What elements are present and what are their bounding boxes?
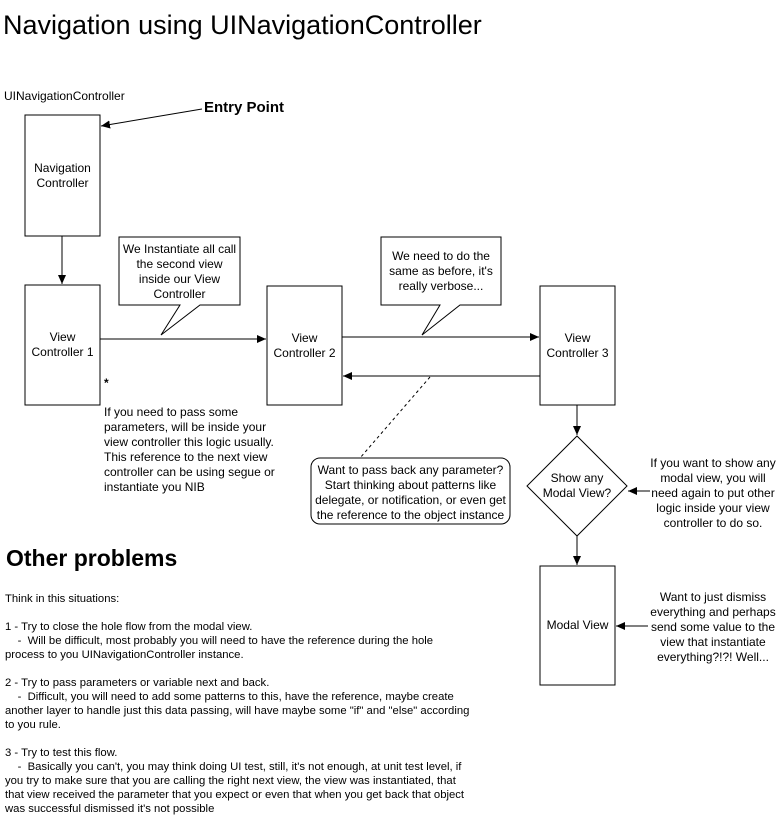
view-controller-1-box	[24, 284, 101, 406]
modal-view-box	[539, 565, 616, 686]
view-controller-2-label: View Controller 2	[273, 330, 336, 360]
view-controller-1-label: View Controller 1	[31, 330, 94, 359]
problem-line: - Will be difficult, most probably you w…	[5, 635, 437, 661]
asterisk-marker: *	[104, 376, 109, 390]
container-label: UINavigationController	[4, 89, 125, 103]
page-title: Navigation using UINavigationController	[3, 10, 482, 40]
vc1-note: If you need to pass some parameters, wil…	[104, 405, 275, 494]
problem-line	[5, 662, 475, 676]
view-controller-3-box	[539, 285, 616, 406]
callout-pass-back-text: Want to pass back any parameter? Start t…	[315, 463, 506, 522]
problem-line: 2 - Try to pass parameters or variable n…	[5, 677, 270, 689]
problem-line	[5, 732, 475, 746]
callout-instantiate-text: We Instantiate all call the second view …	[122, 242, 237, 301]
other-problems-heading: Other problems	[6, 545, 178, 571]
other-problems-body: Think in this situations: 1 - Try to clo…	[5, 592, 475, 816]
dismiss-note: Want to just dismiss everything and perh…	[650, 590, 776, 664]
problem-line: Think in this situations:	[5, 593, 120, 605]
callout-pass-back-shape	[310, 457, 511, 525]
callout-verbose-shape	[380, 236, 502, 336]
entry-point-arrow	[100, 108, 203, 129]
problem-line: 3 - Try to test this flow.	[5, 747, 118, 759]
entry-point-label: Entry Point	[204, 99, 285, 116]
navigation-controller-label: Navigation Controller	[34, 160, 91, 190]
problem-line	[5, 606, 475, 620]
problem-line: - Difficult, you will need to add some p…	[5, 691, 473, 731]
pass-back-dashed-link	[359, 376, 431, 459]
navigation-controller-box	[24, 114, 101, 237]
decision-label: Show any Modal View?	[542, 471, 612, 500]
view-controller-2-box	[266, 285, 343, 406]
modal-note: If you want to show any modal view, you …	[650, 456, 776, 530]
problem-line: - Basically you can't, you may think doi…	[5, 761, 468, 815]
callout-verbose-text: We need to do the same as before, it's r…	[389, 249, 493, 293]
callout-instantiate-shape	[118, 236, 241, 336]
view-controller-3-label: View Controller 3	[546, 330, 609, 360]
problem-line: 1 - Try to close the hole flow from the …	[5, 621, 253, 633]
modal-view-label: Modal View	[546, 618, 609, 632]
